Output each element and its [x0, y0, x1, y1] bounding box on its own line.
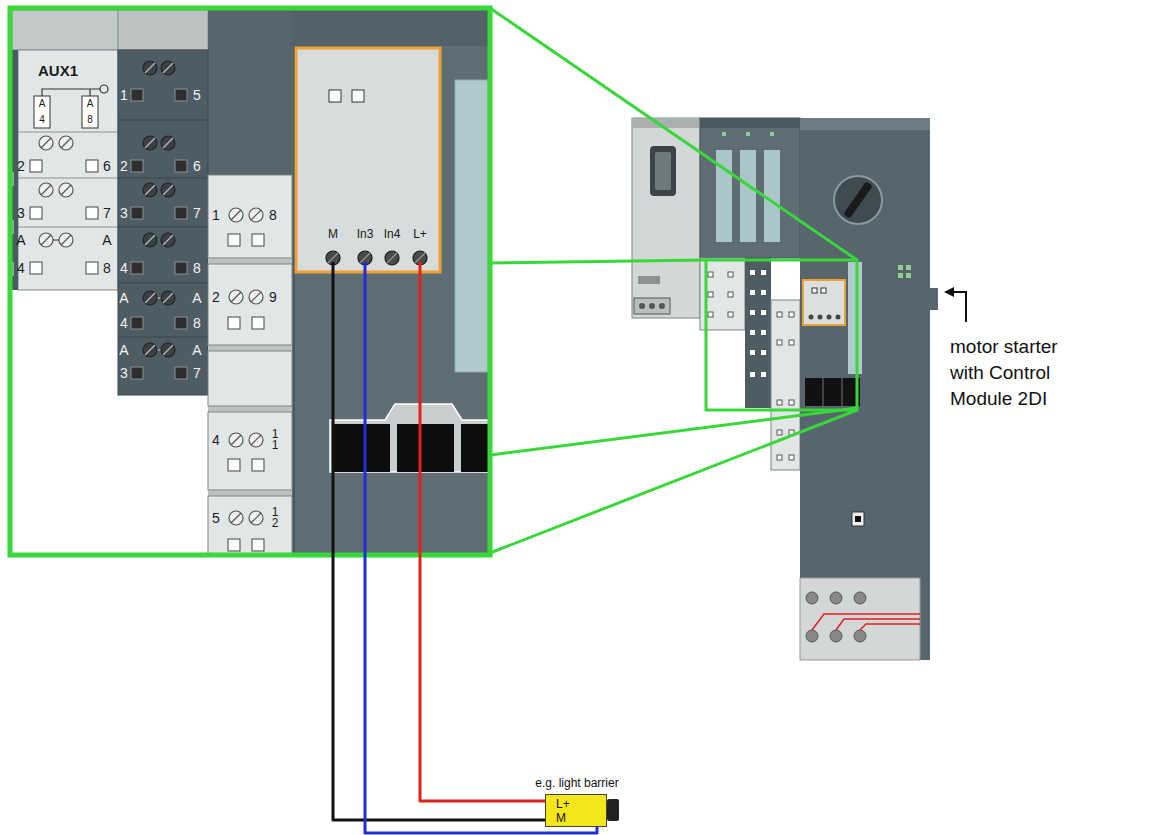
terminal-number: 8: [193, 261, 201, 275]
terminal-number: A: [119, 291, 128, 305]
terminal-label: L+: [556, 798, 570, 810]
terminal-number: 4: [17, 261, 25, 275]
wire: [420, 272, 545, 801]
terminal-number: 2: [17, 159, 25, 173]
terminal-number: 1: [212, 208, 220, 222]
terminal-number: 9: [269, 290, 277, 304]
terminal-number: 6: [103, 159, 111, 173]
terminal-number: 8: [269, 208, 277, 222]
contact-label: 4: [39, 115, 45, 125]
device-caption: e.g. light barrier: [535, 777, 618, 789]
terminal-number: A: [102, 233, 111, 247]
terminal-number: A: [16, 233, 25, 247]
terminal-number: 4: [120, 261, 128, 275]
terminal-number: 12: [271, 507, 278, 530]
control-module-2di: M In3 In4 L+: [296, 48, 440, 272]
terminal-number: 8: [193, 316, 201, 330]
terminal-label: M: [556, 812, 566, 824]
contact-label: A: [87, 99, 94, 109]
terminal-number: 7: [103, 206, 111, 220]
terminal-number: 5: [212, 511, 220, 525]
terminal-number: A: [192, 291, 201, 305]
terminal-number: 11: [271, 429, 278, 452]
terminal-number: 3: [17, 206, 25, 220]
wire: [365, 272, 597, 833]
terminal-number: 7: [193, 206, 201, 220]
et200s-overview: [632, 118, 938, 660]
terminal-number: 2: [120, 159, 128, 173]
terminal-number: 4: [212, 433, 220, 447]
terminal-number: 4: [120, 316, 128, 330]
terminal-number: 3: [120, 366, 128, 380]
light-barrier: e.g. light barrierL+M: [545, 794, 607, 827]
terminal-number: 3: [120, 206, 128, 220]
callout-text: motor starter with Control Module 2DI: [950, 334, 1090, 412]
terminal-number: A: [192, 343, 201, 357]
module-name: AUX1: [38, 63, 78, 78]
terminal-number: 7: [193, 366, 201, 380]
terminal-number: 2: [212, 290, 220, 304]
terminal-number: 6: [193, 159, 201, 173]
contact-label: 8: [87, 115, 93, 125]
terminal-number: 8: [103, 261, 111, 275]
terminal-number: 5: [193, 88, 201, 102]
terminal-number: A: [119, 343, 128, 357]
terminal-label: In4: [384, 228, 401, 240]
terminal-label: In3: [357, 228, 374, 240]
inset-detail: [12, 10, 488, 553]
terminal-label: L+: [413, 228, 427, 240]
terminal-number: 1: [120, 88, 128, 102]
callout-arrow: [944, 287, 966, 322]
contact-label: A: [39, 99, 46, 109]
sensor-lens: [607, 799, 619, 821]
terminal-label: M: [328, 228, 338, 240]
zoom-guide: [490, 8, 857, 553]
